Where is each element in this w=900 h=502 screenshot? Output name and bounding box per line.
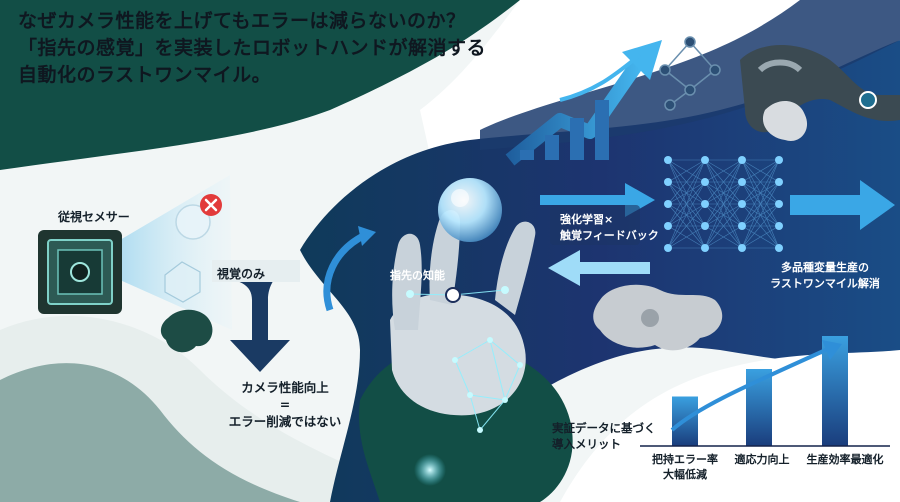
bar-label-error-line-1: 把持エラー率 xyxy=(652,453,718,466)
nn-node xyxy=(738,200,746,208)
nn-node xyxy=(775,200,783,208)
nn-node xyxy=(664,244,672,252)
outcome-line-2: ラストワンマイル解消 xyxy=(770,277,880,290)
camera-note-line-1: カメラ性能向上 xyxy=(241,380,329,395)
nn-link xyxy=(667,225,706,249)
vision-arrow-band xyxy=(212,262,300,372)
nn-node xyxy=(738,244,746,252)
nn-node xyxy=(701,178,709,186)
glass-orb xyxy=(438,178,502,242)
learning-label: 強化学習× 触覚フィードバック xyxy=(560,212,659,244)
merit-line-2: 導入メリット xyxy=(552,437,621,451)
headline: なぜカメラ性能を上げてもエラーは減らないのか？ 「指先の感覚」を実装したロボット… xyxy=(18,8,486,89)
outcome-label: 多品種変量生産の ラストワンマイル解消 xyxy=(760,260,890,292)
camera-note: カメラ性能向上 = エラー削減ではない xyxy=(210,379,360,430)
robot-palm xyxy=(390,293,526,416)
nn-node xyxy=(701,244,709,252)
sensor-label: 従視セメサー xyxy=(58,210,130,224)
nn-link xyxy=(667,159,706,205)
nn-link xyxy=(704,159,743,183)
nn-node xyxy=(738,178,746,186)
bottom-left-light-wave xyxy=(0,315,360,502)
nn-link xyxy=(704,159,743,205)
nn-link xyxy=(704,181,743,249)
nn-link xyxy=(741,203,780,249)
upper-navy-ribbon xyxy=(480,0,900,150)
hand-neural-network xyxy=(409,289,521,431)
nn-link xyxy=(741,225,780,249)
growth-arrow xyxy=(670,346,831,432)
nn-node xyxy=(701,222,709,230)
learning-line-2: 触覚フィードバック xyxy=(560,229,659,242)
nn-link xyxy=(667,159,706,183)
molecule-graphic xyxy=(659,36,721,111)
fingertip-intelligence-label: 指先の知能 xyxy=(390,269,445,282)
bar-label-error-line-2: 大幅低減 xyxy=(663,468,707,481)
merit-bar xyxy=(822,336,848,446)
camera-note-line-2: = xyxy=(279,397,291,412)
bar-label-adapt: 適応力向上 xyxy=(722,452,802,467)
headline-line-3: 自動化のラストワンマイル。 xyxy=(18,64,272,86)
top-left-green-band xyxy=(0,0,520,170)
merit-label: 実証データに基づく 導入メリット xyxy=(552,420,656,452)
nn-node xyxy=(738,222,746,230)
neural-network-icon xyxy=(664,156,783,252)
nn-node xyxy=(664,178,672,186)
fingertip-node xyxy=(445,287,461,303)
gripped-part xyxy=(762,100,808,141)
nn-link xyxy=(741,159,780,227)
outcome-line-1: 多品種変量生産の xyxy=(781,261,869,274)
nn-link xyxy=(704,225,743,249)
merit-line-1: 実証データに基づく xyxy=(552,421,656,435)
nn-node xyxy=(664,156,672,164)
curved-arrow xyxy=(323,231,367,312)
nn-node xyxy=(775,244,783,252)
nn-link xyxy=(667,203,706,249)
bar-label-adapt-line-1: 適応力向上 xyxy=(734,453,790,466)
bar-label-efficiency: 生産効率最適化 xyxy=(795,452,895,467)
x-circle-icon xyxy=(200,194,222,216)
headline-line-1: なぜカメラ性能を上げてもエラーは減らないのか？ xyxy=(18,10,466,32)
nn-link xyxy=(704,159,743,227)
nn-link xyxy=(741,159,780,205)
arrow-left xyxy=(548,250,650,286)
nn-link xyxy=(667,159,706,249)
vision-only-label: 視覚のみ xyxy=(217,267,266,281)
nn-node xyxy=(738,156,746,164)
nn-node xyxy=(775,156,783,164)
learning-line-1: 強化学習× xyxy=(560,213,614,226)
nn-link xyxy=(704,159,743,249)
nn-link xyxy=(741,181,780,249)
nn-node xyxy=(701,200,709,208)
bar-label-error: 把持エラー率 大幅低減 xyxy=(640,452,730,482)
translucent-cube xyxy=(164,261,201,303)
nn-link xyxy=(741,159,780,183)
nn-node xyxy=(664,200,672,208)
camera-note-line-3: エラー削減ではない xyxy=(228,414,342,429)
nn-node xyxy=(775,178,783,186)
right-white-lower xyxy=(560,350,900,502)
bar-label-efficiency-line-1: 生産効率最適化 xyxy=(806,453,884,466)
nn-node xyxy=(664,222,672,230)
nn-link xyxy=(667,181,706,249)
nn-link xyxy=(741,159,780,249)
nn-link xyxy=(704,203,743,249)
robot-finger-left xyxy=(392,233,422,330)
nn-link xyxy=(667,159,706,227)
dark-object xyxy=(160,309,213,353)
arrow-right-2 xyxy=(790,180,895,230)
headline-line-2: 「指先の感覚」を実装したロボットハンドが解消する xyxy=(18,37,487,59)
nn-node xyxy=(775,222,783,230)
nn-node xyxy=(701,156,709,164)
